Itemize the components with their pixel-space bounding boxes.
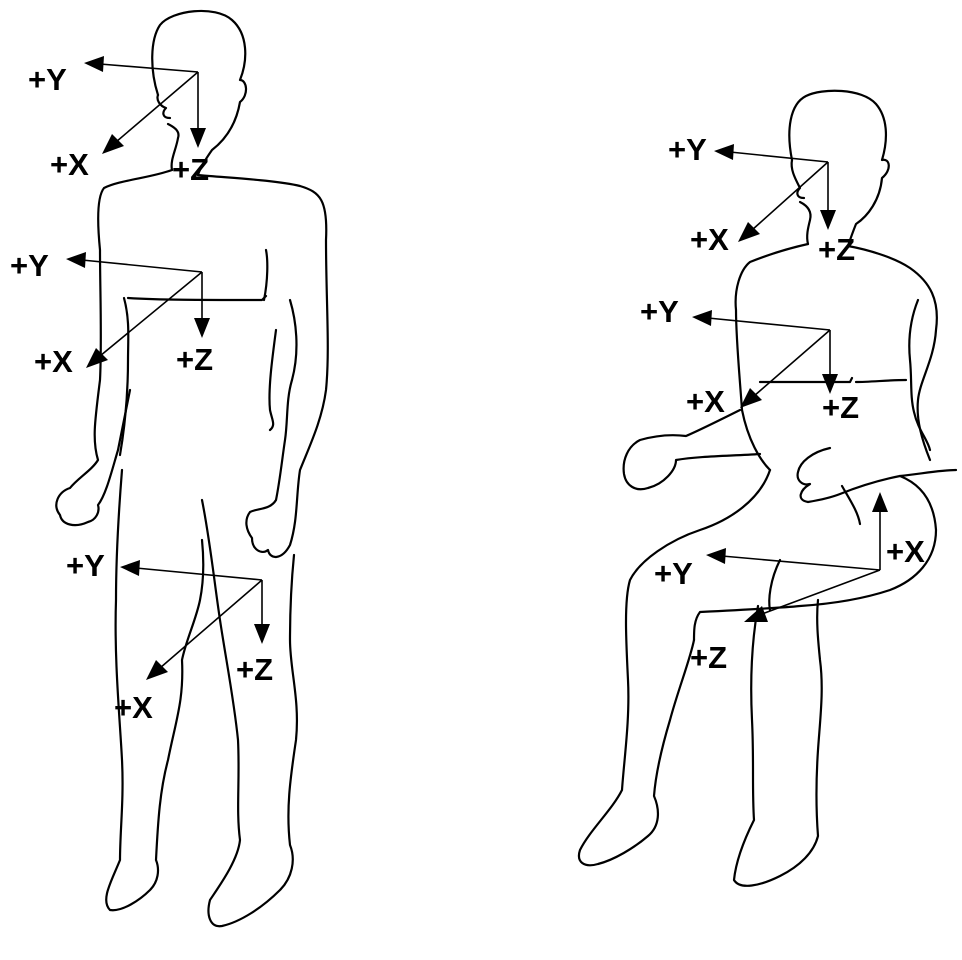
y-arrowhead (120, 560, 140, 576)
y-axis-label: +Y (654, 556, 693, 591)
seated-figure: +Y +X +Z +Y +X +Z +Y +X +Z (579, 91, 956, 886)
x-axis-label: +X (114, 690, 153, 725)
z-arrowhead (820, 210, 836, 230)
standing-chest-axes: +Y +X +Z (10, 248, 213, 379)
y-axis-label: +Y (668, 132, 707, 167)
z-axis-label: +Z (818, 232, 855, 267)
y-axis-label: +Y (10, 248, 49, 283)
standing-pelvis-axes: +Y +X +Z (66, 548, 273, 725)
y-axis-arrow (722, 556, 880, 570)
x-axis-label: +X (686, 384, 725, 419)
z-arrowhead (190, 128, 206, 148)
y-axis-label: +Y (66, 548, 105, 583)
seated-pelvis-axes: +Y +X +Z (654, 492, 925, 675)
y-axis-arrow (730, 152, 828, 162)
z-axis-label: +Z (176, 342, 213, 377)
y-arrowhead (714, 144, 734, 160)
x-axis-label: +X (690, 222, 729, 257)
seated-head-axes: +Y +X +Z (668, 132, 855, 267)
y-axis-arrow (100, 64, 198, 72)
x-axis-label: +X (50, 147, 89, 182)
y-arrowhead (706, 548, 726, 564)
x-axis-arrow (116, 72, 198, 142)
seated-chest-axes: +Y +X +Z (640, 294, 859, 425)
x-arrowhead (86, 348, 108, 368)
z-arrowhead (194, 318, 210, 338)
z-arrowhead (254, 624, 270, 644)
x-arrowhead (872, 492, 888, 512)
y-axis-label: +Y (640, 294, 679, 329)
y-axis-label: +Y (28, 62, 67, 97)
z-axis-label: +Z (822, 390, 859, 425)
y-arrowhead (692, 310, 712, 326)
z-axis-arrow (762, 570, 880, 614)
standing-body-outline (56, 11, 327, 926)
standing-head-axes: +Y +X +Z (28, 56, 209, 187)
x-axis-label: +X (886, 534, 925, 569)
seated-body-outline (579, 91, 956, 886)
standing-figure: +Y +X +Z +Y +X +Z +Y +X +Z (10, 11, 328, 926)
z-axis-label: +Z (690, 640, 727, 675)
x-axis-label: +X (34, 344, 73, 379)
y-axis-arrow (708, 318, 830, 330)
x-axis-arrow (752, 162, 828, 230)
y-arrowhead (84, 56, 104, 72)
x-axis-arrow (754, 330, 830, 396)
y-axis-arrow (136, 568, 262, 580)
y-arrowhead (66, 252, 86, 268)
z-axis-label: +Z (172, 152, 209, 187)
z-axis-label: +Z (236, 652, 273, 687)
